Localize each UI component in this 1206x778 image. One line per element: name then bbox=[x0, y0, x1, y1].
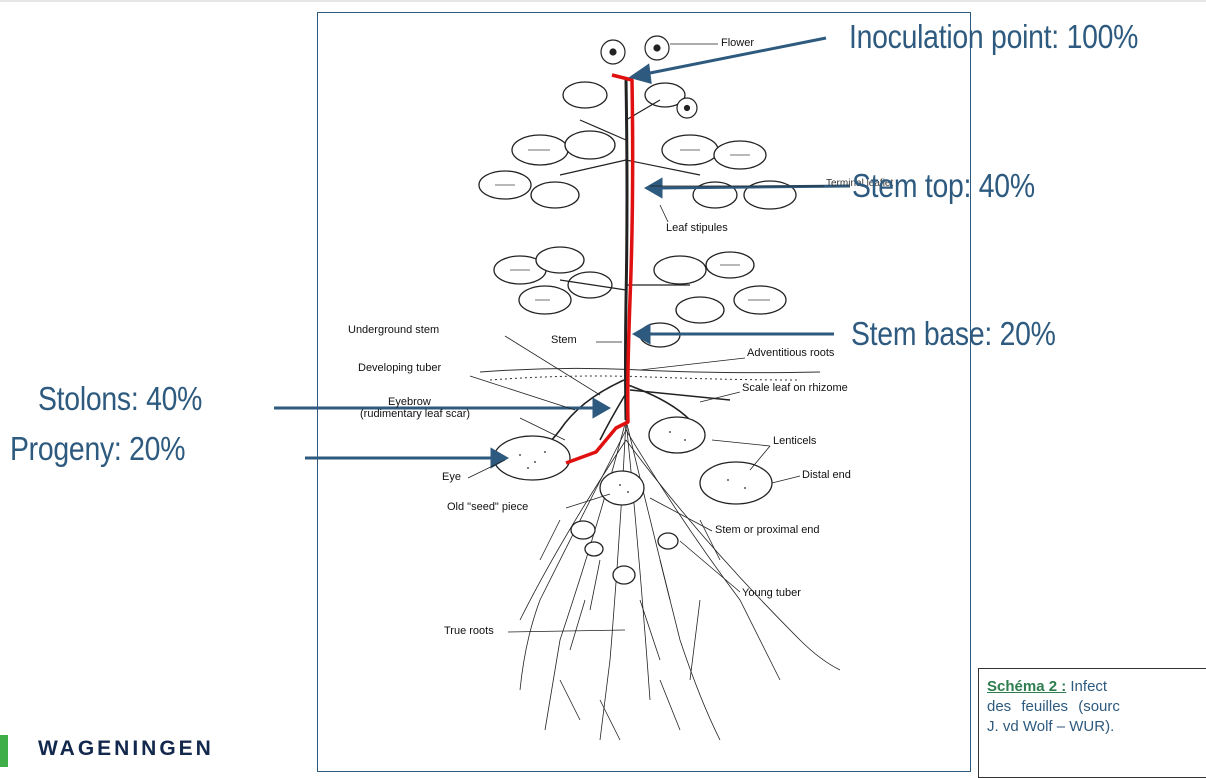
soil-line bbox=[480, 368, 820, 380]
caption-line-3: J. vd Wolf – WUR). bbox=[987, 717, 1206, 737]
label-young-tuber: Young tuber bbox=[742, 587, 801, 599]
label-developing-tuber: Developing tuber bbox=[358, 362, 441, 374]
label-stem-proximal-end: Stem or proximal end bbox=[715, 524, 820, 536]
label-flower: Flower bbox=[721, 37, 754, 49]
label-eyebrow: Eyebrow bbox=[388, 396, 431, 408]
caption-text-1: Infect bbox=[1066, 678, 1107, 695]
roots bbox=[520, 420, 840, 740]
label-distal-end: Distal end bbox=[802, 469, 851, 481]
label-eyebrow-sub: (rudimentary leaf scar) bbox=[360, 408, 470, 420]
callout-progeny: Progeny: 20% bbox=[10, 430, 185, 468]
callout-stem-top: Stem top: 40% bbox=[852, 167, 1035, 205]
label-eye: Eye bbox=[442, 471, 461, 483]
label-lenticels: Lenticels bbox=[773, 435, 816, 447]
caption-line-2: des feuilles (sourc bbox=[987, 697, 1206, 717]
callout-stolons: Stolons: 40% bbox=[38, 380, 202, 418]
callout-inoculation-point: Inoculation point: 100% bbox=[849, 18, 1138, 56]
label-old-seed-piece: Old "seed" piece bbox=[447, 501, 528, 513]
label-scale-leaf: Scale leaf on rhizome bbox=[742, 382, 848, 394]
callout-stem-base: Stem base: 20% bbox=[851, 315, 1056, 353]
label-adventitious-roots: Adventitious roots bbox=[747, 347, 834, 359]
upper-leaves bbox=[479, 82, 796, 209]
caption-box: Schéma 2 : Infect des feuilles (sourc J.… bbox=[978, 668, 1206, 778]
label-true-roots: True roots bbox=[444, 625, 494, 637]
caption-line-1: Schéma 2 : Infect bbox=[987, 677, 1206, 697]
label-stem: Stem bbox=[551, 334, 577, 346]
label-underground-stem: Underground stem bbox=[348, 324, 439, 336]
caption-title: Schéma 2 : bbox=[987, 678, 1066, 695]
wageningen-logo-mark bbox=[0, 735, 8, 767]
label-leaf-stipules: Leaf stipules bbox=[666, 222, 728, 234]
wageningen-logo-text: WAGENINGEN bbox=[38, 737, 214, 761]
